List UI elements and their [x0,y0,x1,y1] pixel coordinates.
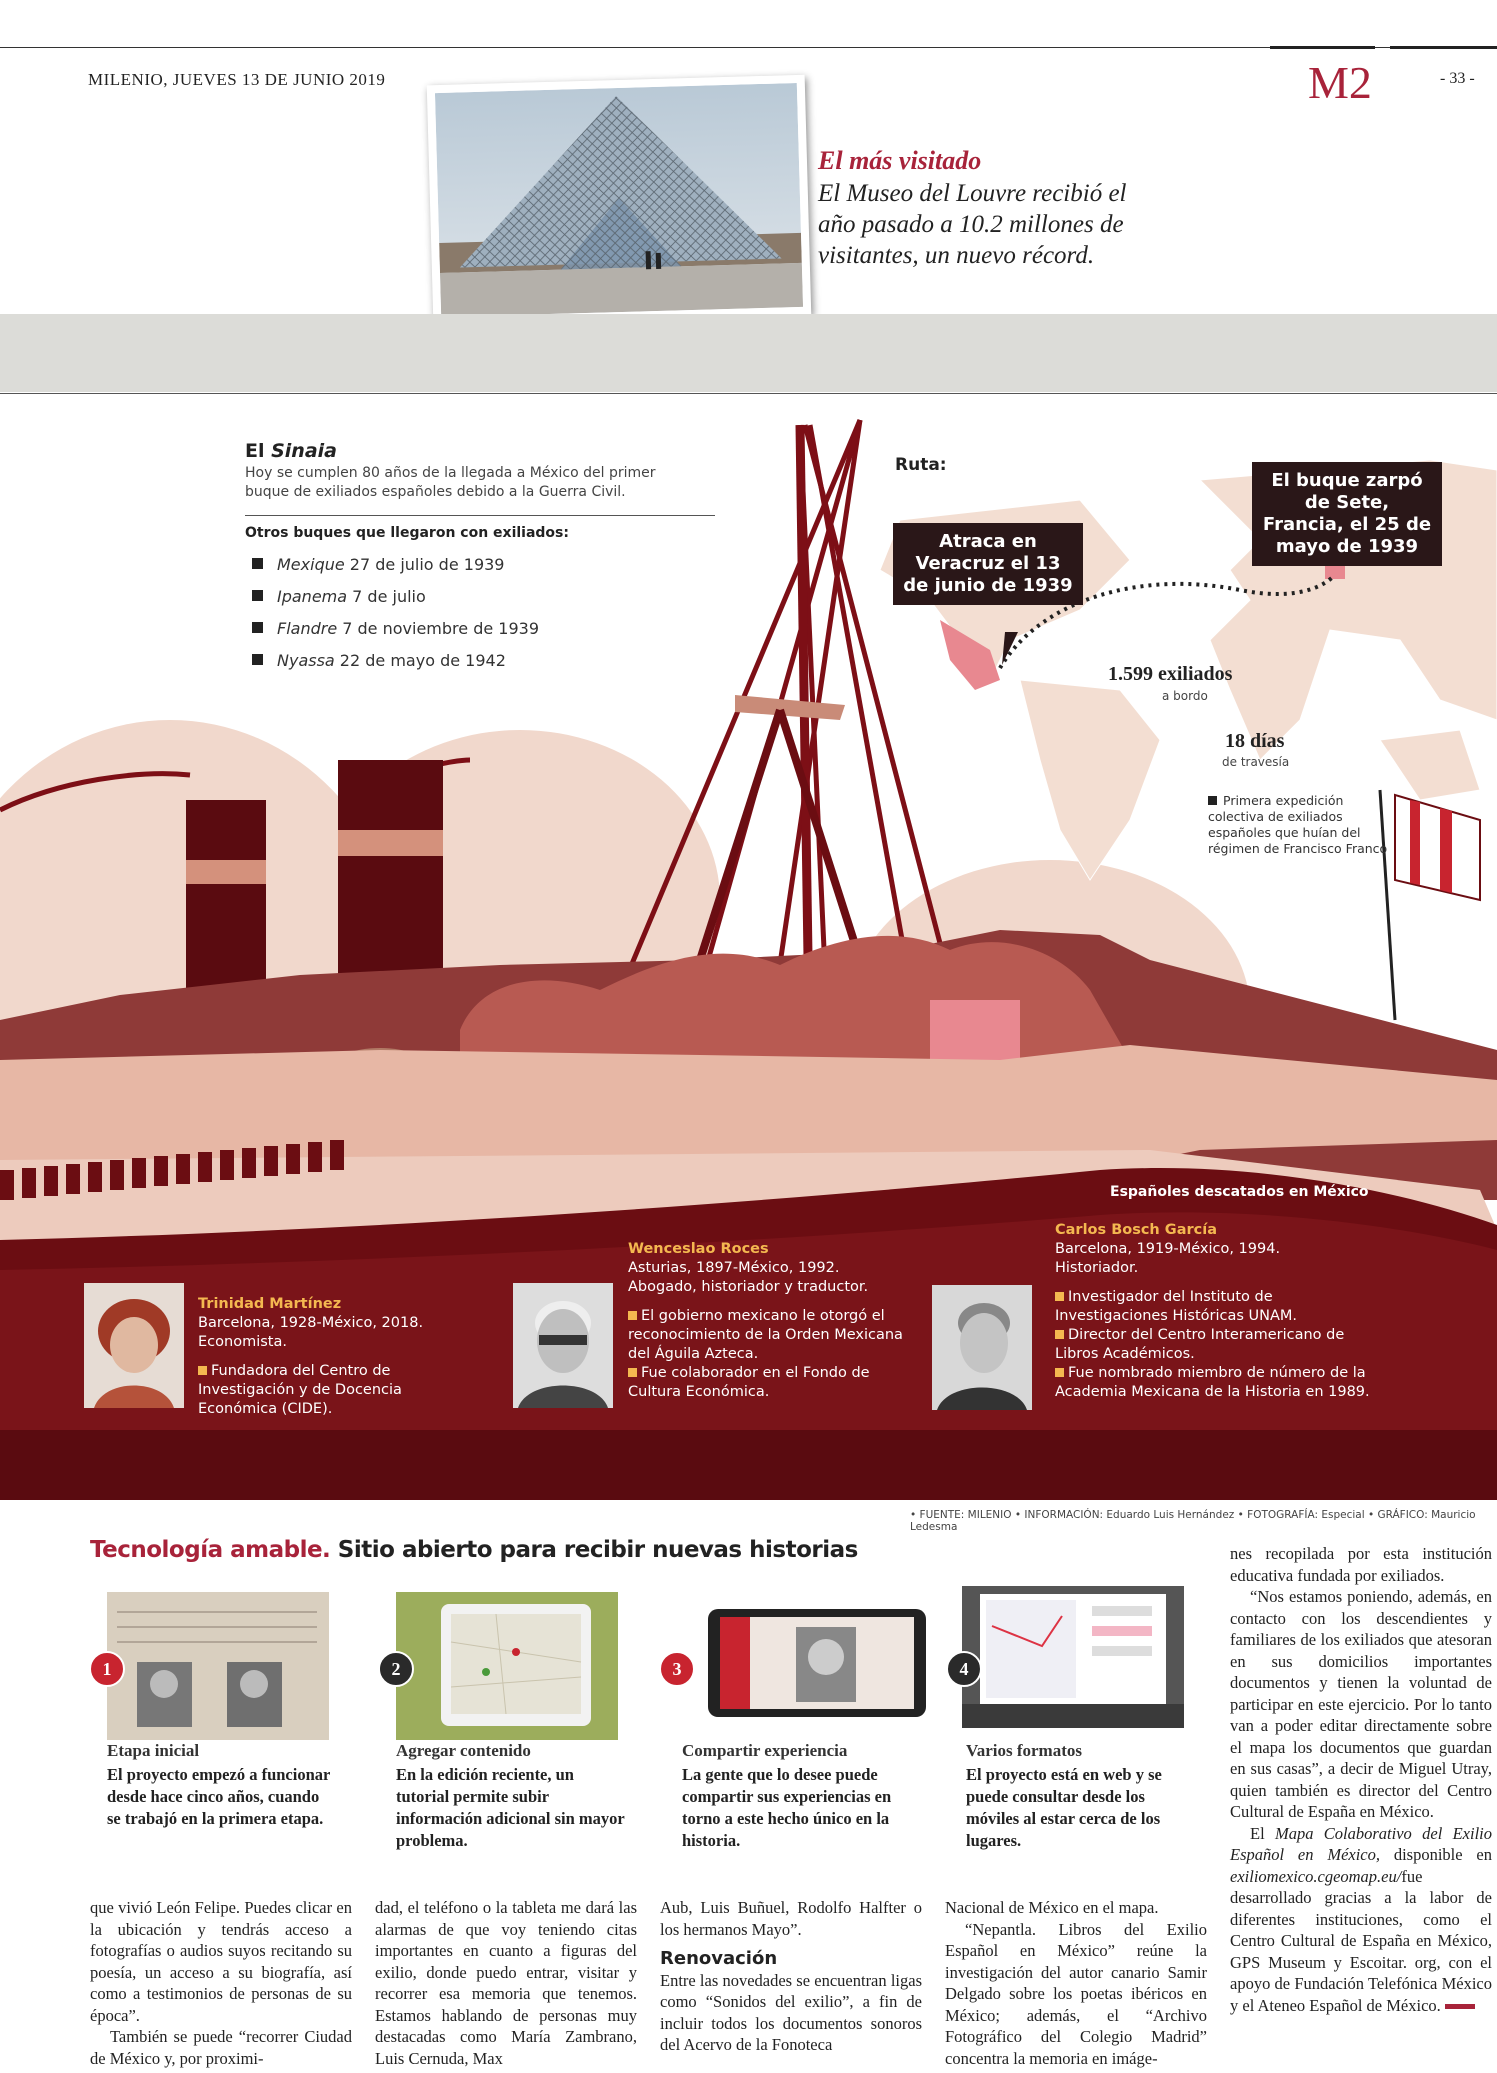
step-2-heading: Agregar contenido [396,1741,531,1760]
ship-illustration [0,419,1497,1500]
expedition-note: Primera expedición colectiva de exiliado… [1208,793,1388,856]
step-1-body: El proyecto empezó a funcionar desde hac… [107,1765,331,1828]
step-1-heading: Etapa inicial [107,1741,200,1760]
arrival-callout: Atraca en Veracruz el 13 de junio de 193… [893,523,1083,605]
section-mark: M2 [1308,57,1372,108]
ship-item: Ipanema 7 de julio [252,587,426,606]
portrait-carlos [932,1285,1032,1410]
exiles-count: 1.599 exiliados [1108,663,1233,685]
ship-item: Nyassa 22 de mayo de 1942 [252,651,506,670]
departure-callout: El buque zarpó de Sete, Francia, el 25 d… [1252,462,1442,566]
step-2-number: 2 [378,1651,414,1687]
louvre-photo [426,74,812,326]
article-column-3: Aub, Luis Buñuel, Rodolfo Halfter o los … [660,1898,922,2054]
sinaia-title: El Sinaia [245,440,337,462]
step-3-heading: Compartir experiencia [682,1741,848,1760]
mexico-highlight [940,620,1000,690]
header-date: MILENIO, JUEVES 13 DE JUNIO 2019 [88,70,386,89]
ships-list-heading: Otros buques que llegaron con exiliados: [245,525,569,541]
portrait-trinidad [84,1283,184,1408]
step-4-number: 4 [946,1651,982,1687]
end-mark [1444,2003,1475,2009]
step-2-image [396,1592,618,1740]
step-1-image [107,1592,329,1740]
louvre-caption-body: El Museo del Louvre recibió el año pasad… [818,180,1127,269]
sinaia-divider [245,515,715,516]
article-column-1: que vivió León Felipe. Puedes clicar en … [90,1898,352,2068]
step-4-heading: Varios formatos [966,1741,1082,1760]
step-4-image [962,1586,1184,1728]
ship-item: Flandre 7 de noviembre de 1939 [252,619,539,638]
portrait-wenceslao [513,1283,613,1408]
louvre-caption-head: El más visitado [818,146,982,175]
step-3-image [706,1607,928,1719]
route-line [998,573,1337,670]
route-label: Ruta: [895,455,947,475]
sinaia-subtitle: Hoy se cumplen 80 años de la llegada a M… [245,465,656,500]
map-url-link[interactable]: exiliomexico.cgeomap.eu/ [1230,1866,1402,1886]
page-number: - 33 - [1440,70,1475,87]
grey-band [0,314,1497,392]
featured-heading: Españoles descatados en México [1110,1184,1369,1200]
person-carlos: Carlos Bosch García Barcelona, 1919-Méxi… [1055,1222,1370,1400]
step-3-body: La gente que lo desee puede compartir su… [682,1765,892,1850]
sinaia-infographic: El Sinaia Hoy se cumplen 80 años de la l… [0,395,1497,1500]
step-4-body: El proyecto está en web y se puede consu… [966,1765,1162,1850]
article-column-5: nes recopilada por esta institución educ… [1230,1544,1492,2015]
days-count: 18 días [1225,730,1285,752]
step-3-number: 3 [659,1651,695,1687]
step-1-number: 1 [89,1651,125,1687]
days-sub: de travesía [1222,755,1290,769]
exiles-sub: a bordo [1162,689,1208,703]
article-column-2: dad, el teléfono o la tableta me dará la… [375,1898,637,2068]
person-wenceslao: Wenceslao Roces Asturias, 1897-México, 1… [628,1241,903,1400]
person-trinidad: Trinidad Martínez Barcelona, 1928-México… [198,1296,424,1417]
credits: • FUENTE: MILENIO • INFORMACIÓN: Eduardo… [910,1509,1476,1533]
tech-title: Tecnología amable. Sitio abierto para re… [90,1537,858,1563]
portholes [0,1140,344,1200]
step-2-body: En la edición reciente, un tutorial perm… [396,1765,625,1850]
article-column-4: Nacional de México en el mapa. “Nepantla… [945,1898,1207,2068]
ship-item: Mexique 27 de julio de 1939 [252,555,504,574]
